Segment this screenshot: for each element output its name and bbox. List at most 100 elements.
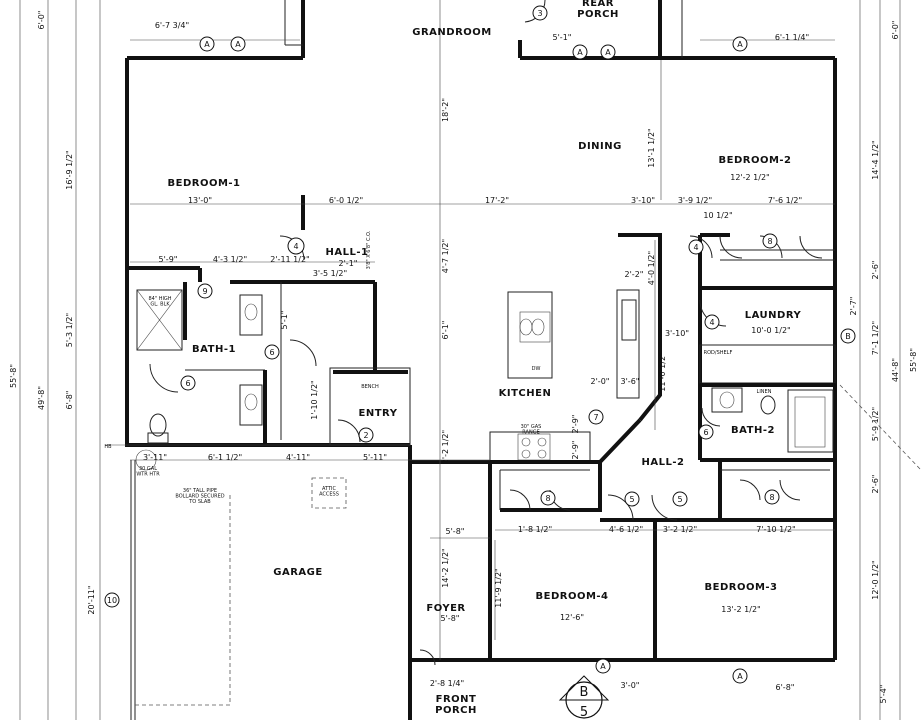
room-label-grandroom: GRANDROOM — [412, 27, 491, 38]
dim-label: 13'-1 1/2" — [647, 128, 656, 167]
marker-3: 3 — [537, 9, 542, 18]
marker-4: 4 — [293, 242, 298, 251]
dim-label: 4'-7 1/2" — [441, 239, 450, 273]
dim-label: 6'-1 1/4" — [775, 33, 809, 42]
marker-4: 4 — [709, 318, 714, 327]
dim-label: 4'-3 1/2" — [213, 255, 247, 264]
note-dishwasher: DW — [532, 366, 541, 372]
dim-label: 3'-9 1/2" — [678, 196, 712, 205]
dim-label: 13'-2 1/2" — [721, 605, 760, 614]
marker-a: A — [737, 40, 743, 49]
dim-label: 7'-10 1/2" — [756, 525, 795, 534]
note-linen: LINEN — [757, 389, 772, 395]
dim-label: 3'-10" — [631, 196, 655, 205]
room-label-bedroom-1: BEDROOM-1 — [167, 178, 240, 189]
dim-label: 2'-1" — [339, 259, 358, 268]
marker-5: 5 — [677, 495, 682, 504]
dim-label: 4'-6 1/2" — [609, 525, 643, 534]
dim-label: 6'-0" — [37, 11, 46, 30]
marker-9: 9 — [202, 287, 207, 296]
room-label-garage: GARAGE — [273, 567, 322, 578]
marker-5: 5 — [629, 495, 634, 504]
dim-label: 2'-6" — [871, 261, 880, 280]
dim-label: 3'-6" — [621, 377, 640, 386]
dim-label: 6'-1 1/2" — [208, 453, 242, 462]
marker-a: A — [235, 40, 241, 49]
dim-label: 3'-11" — [143, 453, 167, 462]
dim-label: 7'-1 1/2" — [871, 321, 880, 355]
dim-label: 55'-8" — [9, 364, 18, 388]
markers: A A A A A 3 A A B 4 6 6 9 2 4 8 4 6 7 — [104, 5, 856, 720]
dim-label: 2'-2" — [625, 270, 644, 279]
dim-label: 12'-6" — [560, 613, 584, 622]
marker-6: 6 — [269, 348, 274, 357]
dim-label: 10'-0 1/2" — [751, 326, 790, 335]
marker-a: A — [737, 672, 743, 681]
dim-label: 11'-0 1/2" — [658, 352, 667, 391]
section-marker-number: 5 — [580, 705, 588, 720]
note-header: 2X6 — [203, 56, 213, 62]
dim-label: 6'-7 3/4" — [155, 21, 189, 30]
dim-label: 17'-2" — [485, 196, 509, 205]
dim-label: 3'-5 1/2" — [313, 269, 347, 278]
dim-label: 55'-8" — [909, 348, 918, 372]
dim-label: 7'-6 1/2" — [768, 196, 802, 205]
dim-label: 1'-8 1/2" — [518, 525, 552, 534]
marker-6: 6 — [703, 428, 708, 437]
fixtures — [135, 289, 826, 471]
dim-label: 5'-1" — [280, 311, 289, 330]
marker-a: A — [204, 40, 210, 49]
dim-label: 20'-11" — [87, 585, 96, 614]
dim-label: 14'-2 1/2" — [441, 548, 450, 587]
note-hose-bib: HB — [104, 444, 112, 450]
dim-label: 6'-8" — [776, 683, 795, 692]
room-label-bedroom-3: BEDROOM-3 — [704, 582, 777, 593]
dim-label: 2'-2 1/2" — [441, 430, 450, 464]
dim-label: 2'-8 1/4" — [430, 679, 464, 688]
room-label-bedroom-4: BEDROOM-4 — [535, 591, 608, 602]
dim-label: 2'-11 1/2" — [270, 255, 309, 264]
room-label-bath-1: BATH-1 — [192, 344, 236, 355]
dim-label: 5'-11" — [363, 453, 387, 462]
dim-label: 12'-2 1/2" — [730, 173, 769, 182]
dim-label: 13'-0" — [188, 196, 212, 205]
marker-a: A — [600, 662, 606, 671]
dim-label: 49'-8" — [37, 386, 46, 410]
note-rod-shelf: ROD/SHELF — [704, 350, 733, 356]
room-label-foyer: FOYER — [426, 603, 465, 614]
dim-label: 2'-7" — [849, 297, 858, 316]
dim-label: 3'-10" — [665, 329, 689, 338]
dim-label: 6'-8" — [65, 391, 74, 410]
dim-label: 2'-6" — [871, 475, 880, 494]
dim-label: 1'-10 1/2" — [310, 380, 319, 419]
room-label-dining: DINING — [578, 141, 622, 152]
dim-label: 18'-2" — [441, 98, 450, 122]
marker-2: 2 — [363, 431, 368, 440]
marker-6: 6 — [185, 379, 190, 388]
dim-label: 6'-0" — [891, 21, 900, 40]
room-label-entry: ENTRY — [359, 408, 398, 419]
section-marker-letter: B — [580, 685, 589, 700]
room-label-hall-1: HALL-1 — [326, 247, 369, 258]
room-label-bath-2: BATH-2 — [731, 425, 775, 436]
dim-label: 6'-0 1/2" — [329, 196, 363, 205]
room-label-hall-2: HALL-2 — [642, 457, 685, 468]
room-label-bedroom-2: BEDROOM-2 — [718, 155, 791, 166]
dim-label: 5'-1" — [553, 33, 572, 42]
dim-label: 2'-9" — [571, 441, 580, 460]
room-label-kitchen: KITCHEN — [499, 388, 552, 399]
marker-a: A — [577, 48, 583, 57]
note-cased-opening: 3'8" X 6'8" C.O. — [366, 230, 372, 269]
doors — [149, 0, 823, 666]
dim-label: 12'-0 1/2" — [871, 560, 880, 599]
dim-label: 2'-0" — [591, 377, 610, 386]
